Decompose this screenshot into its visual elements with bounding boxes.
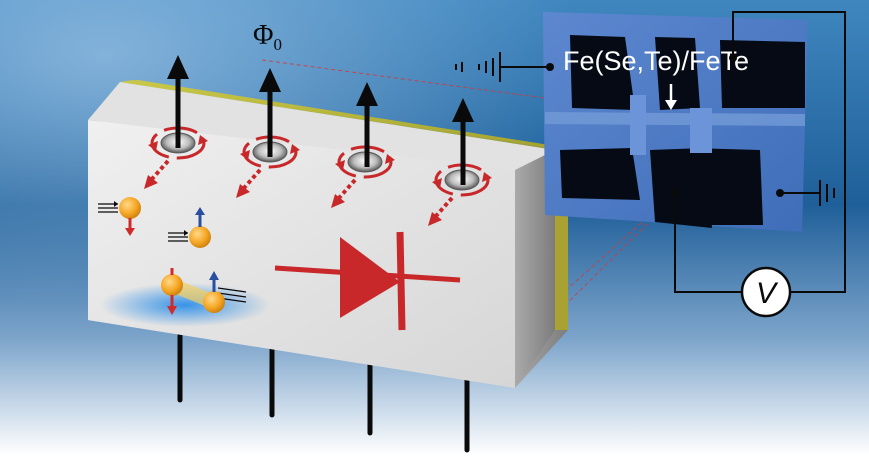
- electron-spin-up: [168, 207, 211, 248]
- chip-film-stripe: [545, 112, 805, 126]
- voltmeter: V: [740, 266, 792, 318]
- swirl-arrowhead: [335, 160, 345, 170]
- device-micrograph: [543, 12, 808, 232]
- electron-spin-down: [98, 197, 141, 236]
- swirl-arrowhead: [482, 172, 492, 182]
- circuit-wiring: [500, 11, 846, 293]
- drift-arrowhead: [428, 212, 442, 226]
- pair-electron-2: [203, 291, 225, 313]
- diode-bar: [396, 231, 406, 331]
- swirl-arrowhead: [385, 154, 395, 164]
- contact-dot-top: [729, 54, 737, 62]
- pair-spin-up-head: [209, 271, 219, 280]
- spin-up-head: [195, 207, 205, 215]
- chip-electrode-1: [630, 95, 646, 155]
- drift-arrowhead: [236, 184, 250, 198]
- swirl-arrowhead: [148, 141, 158, 151]
- flux-arrow-head-3: [356, 82, 378, 106]
- flux-arrow-head-2: [259, 68, 281, 92]
- swirl-arrowhead: [240, 150, 250, 160]
- chip-dark-region-6: [690, 148, 763, 225]
- diode-triangle: [340, 237, 400, 318]
- block-top-surface: [88, 82, 555, 170]
- swirl-arrowhead: [432, 178, 442, 188]
- motion-head: [184, 230, 188, 236]
- chip-electrode-2: [690, 108, 712, 153]
- contact-dot-left: [546, 63, 554, 71]
- voltmeter-circle: [740, 266, 792, 318]
- drift-arrowhead: [331, 194, 345, 208]
- electrons: [98, 197, 247, 315]
- electron-ball: [119, 197, 141, 219]
- material-label: Fe(Se,Te)/FeTe: [563, 46, 749, 76]
- ground-symbol-left: [455, 52, 501, 82]
- ground-symbol-right: [819, 180, 835, 206]
- chip-dark-region-1: [570, 35, 635, 110]
- electron-ball: [189, 226, 211, 248]
- swirl-arrowhead: [198, 135, 208, 145]
- pair-motion-line: [217, 287, 247, 293]
- spin-down-head: [125, 228, 135, 236]
- contact-dot-right: [776, 189, 784, 197]
- swirl-arrowhead: [290, 144, 300, 154]
- drift-arrowhead: [144, 175, 158, 189]
- pair-electron-1: [161, 274, 183, 296]
- chip-dark-region-3: [720, 40, 805, 108]
- contact-dot-bottom: [671, 189, 679, 197]
- flux-arrows: [167, 55, 474, 185]
- diode-symbol: [274, 231, 461, 331]
- flux-quantum-label: Φ0: [253, 20, 282, 54]
- pair-motion-line: [217, 292, 247, 298]
- chip-dark-region-4: [560, 148, 640, 200]
- motion-head: [114, 201, 118, 207]
- flux-arrow-head-1: [167, 55, 189, 79]
- block-yellow-edge: [120, 80, 568, 150]
- flux-arrow-head-4: [452, 98, 474, 122]
- chip-dark-region-2: [655, 37, 700, 110]
- bottom-leads: [177, 332, 470, 453]
- material-pointer-head: [665, 100, 677, 110]
- pair-spin-down-head: [167, 306, 177, 315]
- cooper-pair: [161, 268, 247, 315]
- voltmeter-label: V: [756, 277, 779, 310]
